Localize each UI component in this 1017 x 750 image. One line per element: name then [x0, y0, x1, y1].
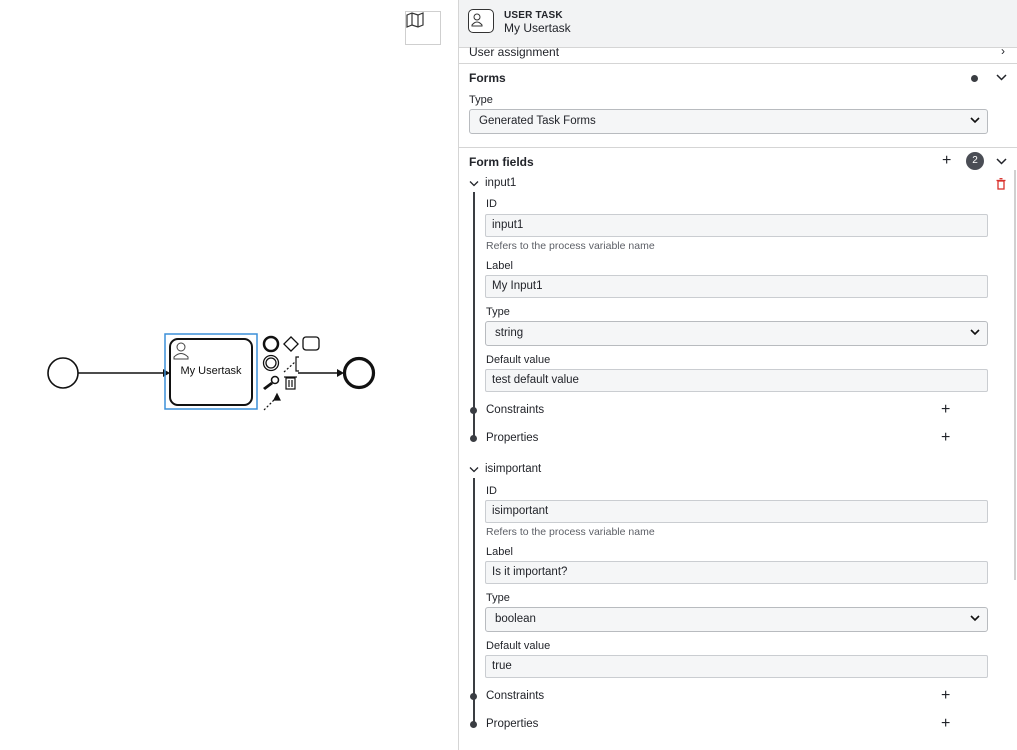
label-label: Label — [486, 546, 513, 558]
tree-node-dot — [470, 407, 477, 414]
append-intermediate-event-icon[interactable] — [262, 354, 280, 372]
group-title: Form fields — [469, 155, 534, 169]
group-forms[interactable]: Forms — [459, 70, 1017, 90]
default-value-input[interactable]: test default value — [485, 369, 988, 392]
select-value: Generated Task Forms — [479, 115, 596, 127]
constraints-header[interactable]: Constraints — [486, 404, 545, 416]
add-form-field-button[interactable]: + — [942, 152, 952, 169]
id-description: Refers to the process variable name — [486, 526, 655, 538]
element-name: My Usertask — [504, 21, 571, 35]
minimap-toggle-button[interactable] — [405, 11, 441, 45]
append-end-event-icon[interactable] — [262, 335, 280, 353]
type-label: Type — [469, 94, 493, 106]
group-title: User assignment — [469, 45, 560, 59]
start-event[interactable] — [47, 357, 79, 389]
default-value-label: Default value — [486, 640, 551, 652]
tree-node-dot — [470, 435, 477, 442]
scrollbar[interactable] — [1014, 170, 1016, 580]
chevron-down-icon — [970, 615, 980, 622]
flow-arrow-2 — [337, 369, 344, 377]
chevron-down-icon[interactable] — [996, 73, 1007, 82]
add-property-button[interactable]: + — [941, 429, 951, 446]
trash-icon[interactable] — [284, 376, 297, 390]
user-task-icon — [468, 9, 494, 33]
label-input[interactable]: My Input1 — [485, 275, 988, 298]
tree-line — [473, 478, 475, 724]
data-marker-dot — [971, 75, 978, 82]
tree-node-dot — [470, 721, 477, 728]
id-label: ID — [486, 198, 497, 210]
id-description: Refers to the process variable name — [486, 240, 655, 252]
connect-icon[interactable] — [263, 392, 281, 411]
element-type: USER TASK — [504, 10, 563, 21]
id-input[interactable]: isimportant — [485, 500, 988, 523]
add-property-button[interactable]: + — [941, 715, 951, 732]
properties-header[interactable]: Properties — [486, 432, 539, 444]
tree-line — [473, 192, 475, 438]
user-task-icon — [173, 342, 189, 360]
flow-arrow-1 — [163, 369, 170, 377]
type-label: Type — [486, 592, 510, 604]
type-label: Type — [486, 306, 510, 318]
add-constraint-button[interactable]: + — [941, 401, 951, 418]
field-name[interactable]: isimportant — [485, 463, 542, 475]
trash-icon[interactable] — [996, 178, 1006, 190]
properties-header[interactable]: Properties — [486, 718, 539, 730]
field-name[interactable]: input1 — [485, 177, 517, 189]
divider — [459, 63, 1017, 64]
default-value-label: Default value — [486, 354, 551, 366]
id-input[interactable]: input1 — [485, 214, 988, 237]
chevron-right-icon[interactable]: › — [1001, 44, 1005, 58]
end-event[interactable] — [342, 356, 376, 390]
field-type-select[interactable]: string — [485, 321, 988, 346]
chevron-down-icon — [970, 117, 980, 124]
group-form-fields[interactable]: Form fields + 2 — [459, 152, 1017, 173]
count-badge: 2 — [966, 152, 984, 170]
select-value: string — [495, 327, 524, 339]
chevron-down-icon[interactable] — [469, 180, 479, 188]
properties-panel: USER TASK My Usertask User assignment › … — [458, 0, 1017, 750]
select-value: boolean — [495, 613, 536, 625]
group-user-assignment[interactable]: User assignment › — [459, 44, 1017, 63]
panel-header: USER TASK My Usertask — [459, 0, 1017, 48]
change-type-icon[interactable] — [263, 375, 280, 391]
selection-outline — [164, 333, 258, 410]
chevron-down-icon[interactable] — [996, 157, 1007, 166]
diagram-canvas[interactable]: My Usertask — [0, 0, 458, 750]
id-label: ID — [486, 485, 497, 497]
add-constraint-button[interactable]: + — [941, 687, 951, 704]
user-task-shape[interactable] — [169, 338, 253, 406]
constraints-header[interactable]: Constraints — [486, 690, 545, 702]
divider — [459, 147, 1017, 148]
map-icon — [406, 12, 424, 28]
text-annotation-icon[interactable] — [283, 356, 299, 373]
append-task-icon[interactable] — [302, 336, 320, 351]
chevron-down-icon[interactable] — [469, 466, 479, 474]
field-type-select[interactable]: boolean — [485, 607, 988, 632]
append-gateway-icon[interactable] — [283, 336, 299, 352]
label-input[interactable]: Is it important? — [485, 561, 988, 584]
task-label: My Usertask — [180, 365, 242, 377]
tree-node-dot — [470, 693, 477, 700]
group-title: Forms — [469, 71, 506, 85]
form-type-select[interactable]: Generated Task Forms — [469, 109, 988, 134]
label-label: Label — [486, 260, 513, 272]
default-value-input[interactable]: true — [485, 655, 988, 678]
bpmn-diagram — [47, 333, 376, 411]
chevron-down-icon — [970, 329, 980, 336]
